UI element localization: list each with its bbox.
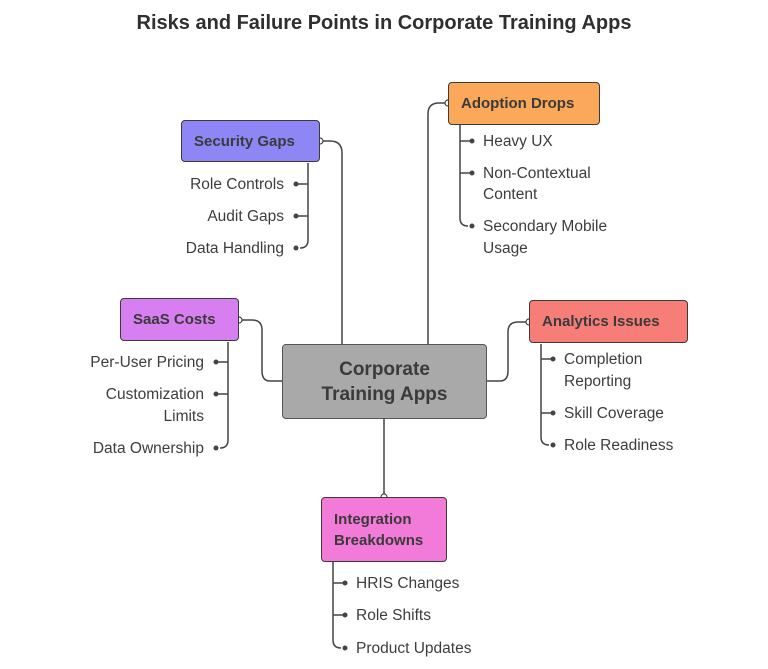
integration-item-product-updates: Product Updates (356, 640, 472, 657)
adoption-item-non-contextual: Non-Contextual (483, 165, 591, 182)
integration-breakdowns-node: Integration Breakdowns (321, 497, 447, 562)
analytics-item-reporting: Reporting (564, 373, 632, 390)
adoption-item-heavy-ux: Heavy UX (483, 133, 553, 150)
analytics-issues-node: Analytics Issues (529, 300, 688, 343)
saas-item-limits: Limits (163, 408, 204, 425)
analytics-item-skill-coverage: Skill Coverage (564, 405, 664, 422)
integration-item-hris-changes: HRIS Changes (356, 575, 460, 592)
security-item-audit-gaps: Audit Gaps (207, 208, 284, 225)
adoption-drops-label: Adoption Drops (461, 95, 575, 112)
security-item-data-handling: Data Handling (185, 240, 284, 257)
adoption-item-usage: Usage (483, 240, 528, 257)
adoption-item-secondary-mobile: Secondary Mobile (483, 218, 608, 235)
saas-item-data-ownership: Data Ownership (92, 440, 204, 457)
integration-label-line2: Breakdowns (334, 531, 424, 549)
analytics-item-completion: Completion (564, 351, 643, 368)
integration-label-line1: Integration (334, 510, 412, 528)
saas-item-per-user-pricing: Per-User Pricing (90, 354, 204, 371)
diagram-title: Risks and Failure Points in Corporate Tr… (136, 12, 632, 34)
center-node: Corporate Training Apps (282, 344, 487, 419)
analytics-issues-label: Analytics Issues (542, 313, 660, 330)
saas-item-customization: Customization (105, 386, 204, 403)
integration-item-role-shifts: Role Shifts (356, 607, 431, 624)
saas-costs-node: SaaS Costs (120, 298, 239, 341)
center-label-line1: Corporate (339, 358, 430, 380)
adoption-drops-node: Adoption Drops (448, 82, 600, 125)
analytics-item-role-readiness: Role Readiness (564, 437, 674, 454)
center-label-line2: Training Apps (321, 383, 448, 405)
security-gaps-node: Security Gaps (181, 120, 320, 162)
security-item-role-controls: Role Controls (190, 176, 284, 193)
saas-costs-label: SaaS Costs (133, 311, 216, 328)
adoption-item-content: Content (483, 186, 538, 203)
security-gaps-label: Security Gaps (194, 132, 295, 150)
